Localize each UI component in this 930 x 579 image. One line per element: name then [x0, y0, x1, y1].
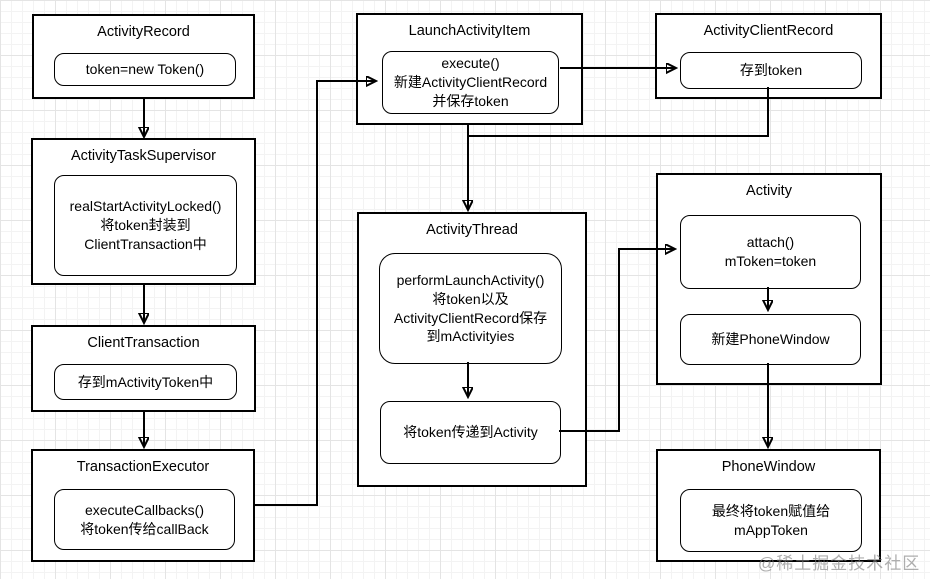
- node-launch-activity-item: LaunchActivityItem execute() 新建ActivityC…: [356, 13, 583, 125]
- watermark: @稀土掘金技术社区: [758, 554, 921, 573]
- node-activity-client-record-body: 存到token: [680, 52, 862, 89]
- node-launch-activity-item-body: execute() 新建ActivityClientRecord 并保存toke…: [382, 51, 559, 114]
- node-activity-task-supervisor-body: realStartActivityLocked() 将token封装到 Clie…: [54, 175, 237, 276]
- node-activity-thread-body1: performLaunchActivity() 将token以及 Activit…: [379, 253, 562, 364]
- node-transaction-executor-title: TransactionExecutor: [76, 459, 210, 475]
- node-launch-activity-item-title: LaunchActivityItem: [408, 23, 531, 39]
- node-activity-body1: attach() mToken=token: [680, 215, 861, 289]
- node-activity: Activity attach() mToken=token 新建PhoneWi…: [656, 173, 882, 385]
- node-activity-title: Activity: [746, 183, 792, 199]
- node-activity-thread-body2: 将token传递到Activity: [380, 401, 561, 464]
- node-activity-record: ActivityRecord token=new Token(): [32, 14, 255, 99]
- node-phone-window-title: PhoneWindow: [721, 459, 816, 475]
- node-activity-thread-title: ActivityThread: [426, 222, 518, 238]
- node-activity-body2: 新建PhoneWindow: [680, 314, 861, 365]
- node-transaction-executor: TransactionExecutor executeCallbacks() 将…: [31, 449, 255, 562]
- node-client-transaction-body: 存到mActivityToken中: [54, 364, 237, 400]
- node-activity-thread: ActivityThread performLaunchActivity() 将…: [357, 212, 587, 487]
- node-activity-client-record-title: ActivityClientRecord: [703, 23, 834, 39]
- node-client-transaction-title: ClientTransaction: [87, 335, 200, 351]
- node-activity-task-supervisor-title: ActivityTaskSupervisor: [70, 148, 217, 164]
- node-activity-client-record: ActivityClientRecord 存到token: [655, 13, 882, 99]
- node-activity-task-supervisor: ActivityTaskSupervisor realStartActivity…: [31, 138, 256, 285]
- node-phone-window: PhoneWindow 最终将token赋值给 mAppToken: [656, 449, 881, 562]
- node-transaction-executor-body: executeCallbacks() 将token传给callBack: [54, 489, 235, 550]
- node-phone-window-body: 最终将token赋值给 mAppToken: [680, 489, 862, 552]
- node-activity-record-body: token=new Token(): [54, 53, 236, 86]
- node-client-transaction: ClientTransaction 存到mActivityToken中: [31, 325, 256, 412]
- node-activity-record-title: ActivityRecord: [97, 24, 190, 40]
